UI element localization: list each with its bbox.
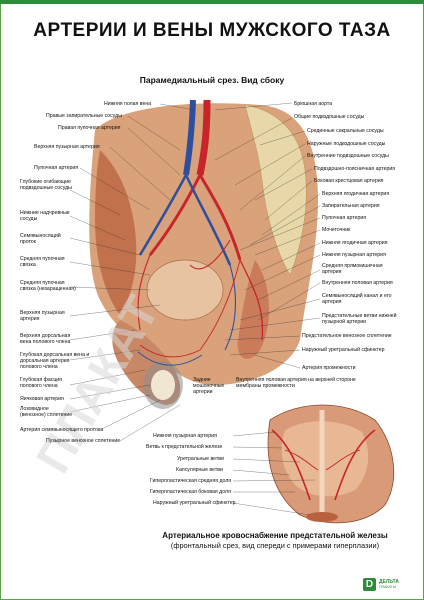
publisher-logo: D ДЕЛЬТА ПЛАКАТЫ — [363, 578, 409, 592]
label-prostate-capsular-branches: Капсулярные ветви — [176, 467, 223, 473]
umbilical-artery-line — [189, 239, 231, 270]
rectum-shape — [237, 260, 270, 359]
label-testicular-artery: Яичковая артерия — [20, 396, 64, 402]
vesical-artery-line — [199, 259, 241, 351]
iliac-vein-line — [184, 174, 232, 266]
label-posterior-scrotal-arteries: Задние мошоночные артерии — [193, 377, 225, 395]
prostate-inset — [267, 404, 395, 524]
label-iliolumbar-artery: Подвздошно-поясничная артерия — [314, 166, 396, 172]
external-iliac-artery-line — [148, 174, 202, 256]
internal-pudendal-line — [239, 259, 264, 341]
left-leader-lines — [69, 103, 196, 442]
prostate-artery-left-line — [271, 429, 311, 501]
top-accent-bar — [0, 0, 424, 4]
iliac-artery-line — [198, 174, 242, 261]
label-common-iliac-vessels: Общие подвздошные сосуды — [294, 114, 365, 120]
label-pampiniform-plexus: Лозовидное (венозное) сплетение — [20, 406, 73, 418]
label-artery-vas-deferens: Артерия семявыносящего протока — [20, 427, 104, 433]
label-prostate-urethral-branches: Уретральные ветви — [177, 456, 224, 462]
label-median-sacral-vessels: Срединные сакральные сосуды — [307, 128, 384, 134]
label-deep-dorsal-vein-artery: Глубокая дорсальная вена и дорсальная ар… — [20, 352, 90, 370]
venous-plexus-line — [224, 264, 236, 351]
label-vesical-venous-plexus: Пузырное венозное сплетение — [46, 438, 121, 444]
logo-mark-icon: D — [363, 578, 376, 591]
label-internal-pudendal-membrane: Внутренняя половая артерия на верхней ст… — [236, 377, 356, 389]
prostate-leader-lines — [232, 431, 316, 516]
label-right-umbilical-artery: Правая пупочная артерия — [58, 125, 121, 131]
label-prostate-hyperplastic-lateral: Гиперпластическая боковая доля — [150, 489, 231, 495]
label-internal-pudendal-artery: Внутренняя половая артерия — [322, 280, 393, 286]
label-external-urethral-sphincter: Наружный уретральный сфинктер — [302, 347, 385, 353]
label-superior-vesical-artery: Верхняя пузырная артерия — [34, 144, 100, 150]
label-inferior-vena-cava: Нижняя полая вена — [104, 101, 152, 107]
label-vas-deferens-canal-artery: Семявыносящий канал и его артерия — [322, 293, 392, 305]
label-vas-deferens: Семявыносящий проток — [20, 233, 61, 245]
section-subtitle: Парамедиальный срез. Вид сбоку — [139, 75, 285, 85]
label-ureter: Мочеточник — [322, 227, 351, 233]
label-prostate-branch: Ветвь к предстательной железе — [146, 444, 223, 450]
label-umbilical-artery-right: Пупочная артерия — [322, 215, 367, 221]
label-abdominal-aorta: Брюшная аорта — [294, 101, 333, 107]
logo-name: ДЕЛЬТА — [379, 579, 399, 585]
label-median-umbilical-ligament: Средняя пупочная связка — [20, 256, 65, 268]
prostate-lobe-shape — [281, 421, 369, 497]
label-perineal-artery: Артерия промежности — [302, 365, 356, 371]
dorsal-vein-line — [137, 351, 203, 366]
logo-sub: ПЛАКАТЫ — [379, 585, 396, 589]
external-iliac-vein-line — [138, 174, 188, 256]
label-internal-iliac-vessels: Внутренние подвздошные сосуды — [307, 153, 389, 159]
prostate-caption-title: Артериальное кровоснабжение предстательн… — [162, 531, 388, 540]
label-inferior-vesical-artery: Нижняя пузырная артерия — [322, 252, 386, 258]
label-lateral-sacral-artery: Боковая крестцовая артерия — [314, 178, 384, 184]
label-prostate-sphincter: Наружный уретральный сфинктер — [153, 500, 236, 506]
urethral-branch-right-line — [325, 449, 361, 471]
label-obturator-artery: Запирательная артерия — [322, 203, 380, 209]
vena-cava-line — [183, 99, 196, 176]
sphincter-shape — [306, 512, 338, 522]
label-prostatic-venous-plexus: Предстательное венозное сплетение — [302, 333, 392, 339]
label-median-umbilical-ligament-patent: Средняя пупочная связка (незаращенная) — [20, 280, 76, 292]
label-prostate-inferior-vesical: Нижняя пузырная артерия — [153, 433, 217, 439]
testis-inner-shape — [151, 370, 175, 400]
label-inferior-gluteal-artery: Нижняя ягодичная артерия — [322, 240, 388, 246]
label-deep-fascia-penis: Глубокая фасция полового члена — [20, 377, 62, 389]
poster-title: АРТЕРИИ И ВЕНЫ МУЖСКОГО ТАЗА — [33, 20, 391, 41]
label-umbilical-artery: Пупочная артерия — [34, 165, 79, 171]
label-superior-vesical-artery-2: Верхняя пузырная артерия — [20, 310, 65, 322]
sacrum-shape — [244, 104, 307, 276]
right-leader-lines — [214, 102, 321, 369]
label-superior-gluteal-artery: Верхняя ягодичная артерия — [322, 191, 390, 197]
label-inferior-epigastric: Нижние надчревные сосуды — [20, 210, 70, 222]
label-right-obturator-vessels: Правые запирательные сосуды — [46, 113, 122, 119]
label-superficial-dorsal-vein: Верхняя дорсальная вена полового члена — [20, 333, 71, 345]
aorta-line — [196, 99, 211, 176]
dorsal-artery-line — [139, 344, 201, 358]
label-external-iliac-vessels: Наружные подвздошные сосуды — [307, 141, 386, 147]
label-prostatic-branches: Предстательные ветви нижней пузырной арт… — [322, 313, 397, 325]
muscle-shape — [95, 150, 137, 315]
prostate-caption-subtitle: (фронтальный срез, вид спереди с примера… — [170, 541, 380, 550]
epigastric-line — [137, 254, 151, 331]
label-deep-circumflex-iliac: Глубокие огибающие подвздошные сосуды — [20, 179, 72, 191]
urethral-branch-line — [284, 449, 319, 471]
label-middle-rectal-artery: Средняя прямокишечная артерия — [322, 263, 383, 275]
label-prostate-hyperplastic-middle: Гиперпластическая средняя доля — [150, 478, 232, 484]
prostate-artery-right-line — [334, 429, 376, 501]
